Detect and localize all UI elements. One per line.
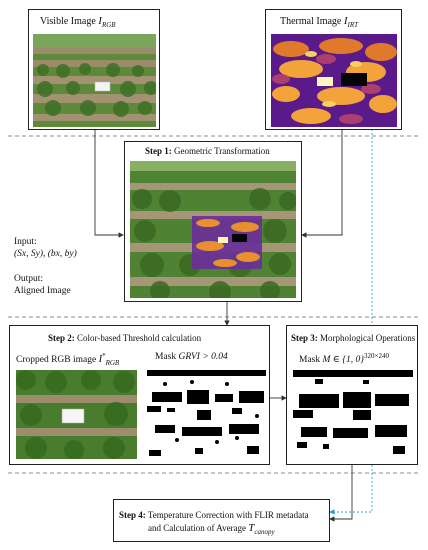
morph-mask-superscript: 320×240 [364, 352, 389, 360]
aligned-image-art [130, 161, 296, 298]
input-label: Input: [14, 237, 37, 247]
cropped-rgb-symbol: I [98, 354, 103, 366]
step4-line1-text: Temperature Correction with FLIR metadat… [147, 510, 309, 520]
grvi-mask-expr: GRVI > 0.04 [178, 352, 228, 362]
step2-box: Step 2: Color-based Threshold calculatio… [9, 325, 270, 465]
step2-title-text: Color-based Threshold calculation [77, 333, 202, 343]
visible-image-box: Visible Image IRGB [28, 9, 160, 130]
step4-number: Step 4: [119, 510, 146, 520]
step2-number: Step 2: [48, 333, 75, 343]
output-label: Output: [14, 274, 44, 284]
cropped-rgb-text: Cropped RGB image [16, 355, 97, 366]
step4-line2: and Calculation of Average Tcanopy [148, 523, 275, 536]
step4-line2-text: and Calculation of Average [148, 523, 247, 533]
arrow-step3-to-step4 [329, 463, 353, 522]
morph-mask-label: Mask M ∈ {1, 0}320×240 [299, 353, 389, 366]
step4-box: Step 4: Temperature Correction with FLIR… [113, 499, 330, 542]
cropped-rgb-image [16, 370, 137, 459]
grvi-mask-text: Mask [155, 352, 177, 362]
aligned-image [130, 161, 296, 298]
step1-title-text: Geometric Transformation [174, 146, 270, 156]
step1-title: Step 1: Geometric Transformation [145, 147, 270, 156]
morph-mask-art [293, 370, 413, 459]
output-value: Aligned Image [14, 286, 71, 296]
arrow-visible-to-step1 [94, 129, 124, 238]
morph-mask-expr: M ∈ {1, 0} [322, 355, 365, 366]
step2-title: Step 2: Color-based Threshold calculatio… [48, 334, 201, 343]
morph-mask-text: Mask [299, 355, 321, 366]
thermal-image-symbol: I [343, 15, 348, 27]
visible-image-symbol: I [98, 15, 102, 27]
thermal-image-subscript: IRT [347, 21, 359, 29]
thermal-image [271, 34, 397, 127]
cropped-rgb-label: Cropped RGB image I*RGB [16, 353, 119, 367]
input-params: (Sx, Sy), (bx, by) [14, 249, 77, 259]
cropped-rgb-superscript: * [102, 352, 106, 360]
step3-title: Step 3: Morphological Operations [291, 334, 415, 343]
grvi-mask-label: Mask GRVI > 0.04 [155, 352, 228, 363]
thermal-image-box: Thermal Image IIRT [265, 9, 402, 130]
visible-image [33, 34, 156, 127]
grvi-mask-art [147, 370, 266, 459]
step3-box: Step 3: Morphological Operations Mask M … [286, 325, 418, 465]
thermal-image-label: Thermal Image [280, 16, 342, 27]
step3-title-text: Morphological Operations [320, 333, 416, 343]
step4-symbol: T [248, 522, 255, 534]
cropped-rgb-subscript: RGB [105, 359, 120, 368]
morph-mask-image [293, 370, 413, 459]
visible-image-title: Visible Image IRGB [40, 16, 116, 29]
visible-image-label: Visible Image [40, 16, 96, 27]
visible-image-subscript: RGB [101, 21, 116, 29]
visible-image-art [33, 34, 156, 127]
arrow-thermal-to-step1 [301, 129, 343, 238]
thermal-image-title: Thermal Image IIRT [280, 16, 358, 29]
step4-line1: Step 4: Temperature Correction with FLIR… [119, 511, 309, 520]
step1-number: Step 1: [145, 146, 172, 156]
cropped-rgb-art [16, 370, 137, 459]
grvi-mask-image [147, 370, 266, 459]
step4-subscript: canopy [254, 527, 275, 536]
step3-number: Step 3: [291, 333, 318, 343]
step1-box: Step 1: Geometric Transformation [124, 141, 302, 302]
thermal-image-art [271, 34, 397, 127]
